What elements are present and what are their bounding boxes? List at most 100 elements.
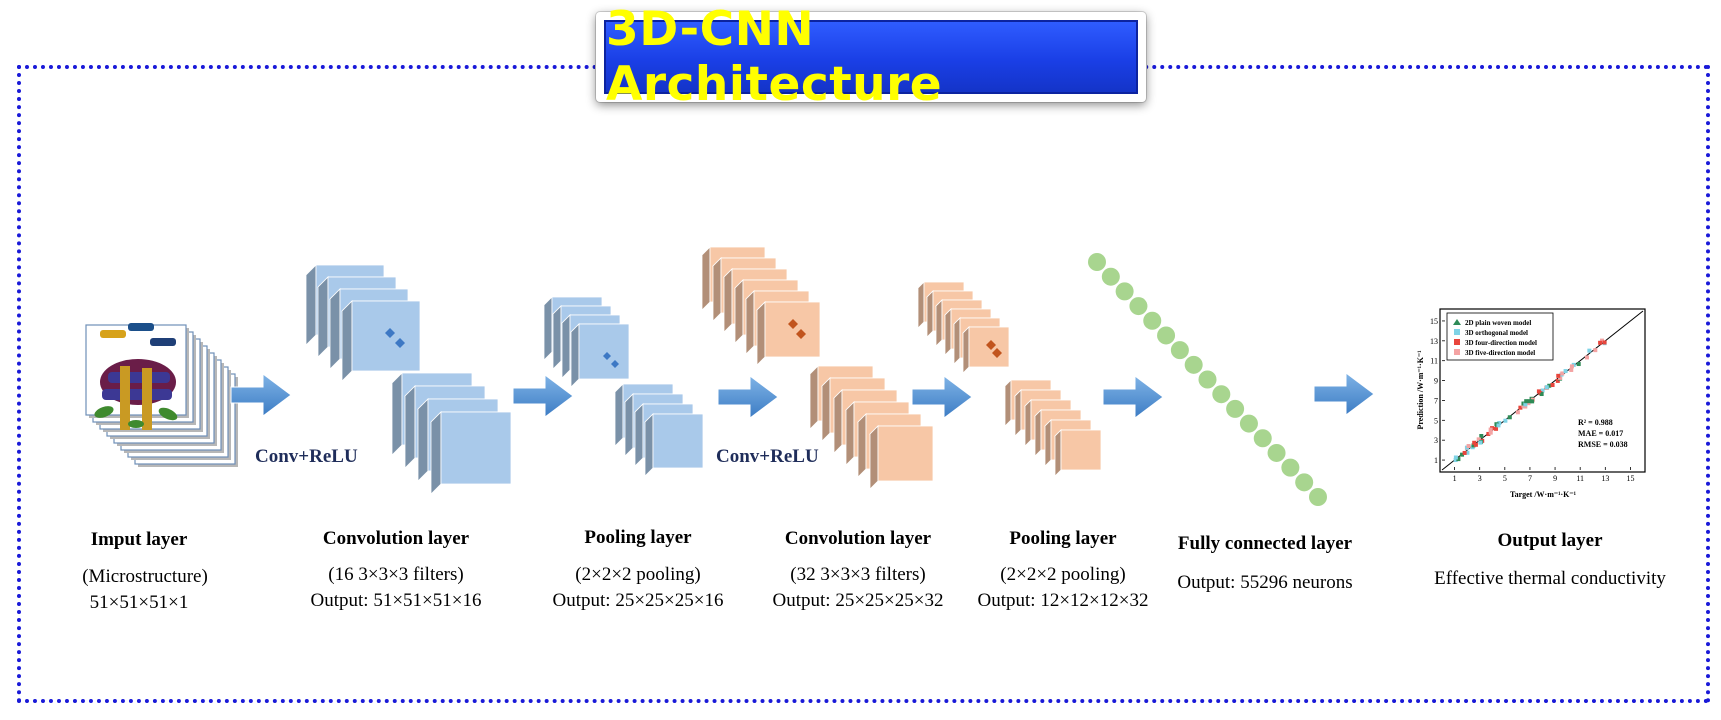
feature-map-side (329, 288, 341, 370)
kernel-marker (986, 340, 996, 350)
fiber-bundle (94, 406, 114, 418)
fiber-bundle (128, 323, 154, 331)
page-title: 3D-CNN Architecture (606, 2, 943, 112)
plot-point (1479, 434, 1484, 439)
plot-point (1544, 385, 1549, 390)
plot-point (1507, 415, 1512, 420)
plot-point (1497, 421, 1502, 426)
plot-point (1496, 423, 1501, 428)
fiber-bundle (142, 368, 152, 430)
plot-points (1453, 338, 1607, 463)
neuron (1295, 473, 1314, 492)
feature-map-side (756, 301, 766, 366)
feature-map-side (701, 246, 711, 311)
feature-map-side (809, 365, 819, 430)
pool1-feature-map-stack-a (543, 296, 630, 388)
conv-relu-label-1: Conv+ReLU (255, 446, 358, 467)
plot-xlabel: Target /W·m⁻¹·K⁻¹ (1510, 490, 1577, 499)
layer-detail-output-1: Effective thermal conductivity (1434, 568, 1666, 589)
feature-map-side (570, 323, 580, 388)
plot-point (1587, 348, 1592, 353)
neuron (1170, 341, 1189, 360)
feature-map-face (764, 301, 821, 358)
pool2-feature-map-stack-b (1004, 379, 1102, 477)
neuron (1129, 297, 1148, 316)
neuron (1143, 311, 1162, 330)
feature-map-side (430, 411, 442, 495)
conv2-feature-map-stack-b (809, 365, 934, 490)
feature-map-side (561, 314, 571, 379)
plot-point (1584, 355, 1589, 360)
plot-point (1476, 437, 1481, 442)
plot-point (1523, 402, 1528, 407)
y-tick-label: 5 (1434, 416, 1438, 425)
feature-map-side (944, 308, 952, 356)
fiber-bundle (102, 389, 172, 400)
feature-map-side (734, 279, 744, 344)
layer-detail-fc-1: Output: 55296 neurons (1177, 572, 1353, 593)
feature-map-side (644, 413, 654, 477)
fully-connected-neurons (1088, 253, 1327, 506)
y-tick-label: 15 (1430, 317, 1438, 326)
plot-point (1466, 444, 1471, 449)
layer-title-pool2: Pooling layer (1009, 528, 1117, 549)
y-tick-label: 11 (1430, 357, 1438, 366)
feature-map-side (417, 398, 429, 482)
plot-stat-rmse: RMSE = 0.038 (1578, 440, 1628, 449)
neuron (1101, 267, 1120, 286)
feature-map-side (614, 383, 624, 447)
kernel-marker (603, 352, 611, 360)
plot-point (1494, 422, 1499, 427)
plot-point (1460, 452, 1465, 457)
plot-point (1593, 348, 1598, 353)
flow-arrow (1313, 372, 1375, 416)
neuron (1226, 399, 1245, 418)
feature-map-side (935, 299, 943, 347)
plot-point (1456, 457, 1461, 462)
fiber-bundle (108, 372, 170, 383)
plot-point (1602, 340, 1607, 345)
layer-detail-input-2: 51×51×51×1 (89, 592, 189, 613)
layer-detail-input-1: (Microstructure) (82, 566, 208, 587)
x-tick-label: 13 (1601, 474, 1609, 483)
feature-map-side (391, 372, 403, 456)
x-tick-label: 9 (1553, 474, 1557, 483)
layer-detail-pool2-1: (2×2×2 pooling) (1000, 564, 1126, 585)
feature-map-face (877, 425, 934, 482)
y-tick-label: 7 (1434, 396, 1438, 405)
layer-title-conv2: Convolution layer (784, 528, 932, 549)
plot-point (1488, 430, 1493, 435)
layer-title-input: Imput layer (90, 529, 188, 550)
plot-point (1600, 338, 1605, 343)
feature-map-face (1060, 429, 1102, 471)
fiber-bundle (150, 338, 176, 346)
feature-map-side (869, 425, 879, 490)
feature-map-face (652, 413, 704, 469)
plot-stat-mae: MAE = 0.017 (1578, 429, 1623, 438)
x-tick-label: 11 (1576, 474, 1584, 483)
neuron (1309, 488, 1327, 506)
plot-point (1462, 450, 1467, 455)
plot-point (1527, 399, 1532, 404)
fiber-bundle (158, 407, 178, 421)
plot-point (1560, 371, 1565, 376)
plot-point (1576, 362, 1581, 367)
fiber-bundle (120, 366, 130, 430)
layer-detail-conv1-1: (16 3×3×3 filters) (328, 564, 464, 585)
pool1-feature-map-stack-b (614, 383, 704, 477)
layer-title-fc: Fully connected layer (1177, 533, 1353, 554)
kernel-marker (385, 328, 395, 338)
feature-map-side (857, 413, 867, 478)
legend-marker (1454, 329, 1460, 335)
feature-map-face (351, 300, 421, 372)
fiber-bundle (128, 420, 144, 428)
kernel-marker (796, 329, 806, 339)
plot-point (1478, 440, 1483, 445)
legend-marker (1454, 339, 1460, 345)
plot-point (1518, 405, 1523, 410)
conv-relu-label-2: Conv+ReLU (716, 446, 819, 467)
feature-map-side (404, 385, 416, 469)
x-tick-label: 7 (1528, 474, 1532, 483)
